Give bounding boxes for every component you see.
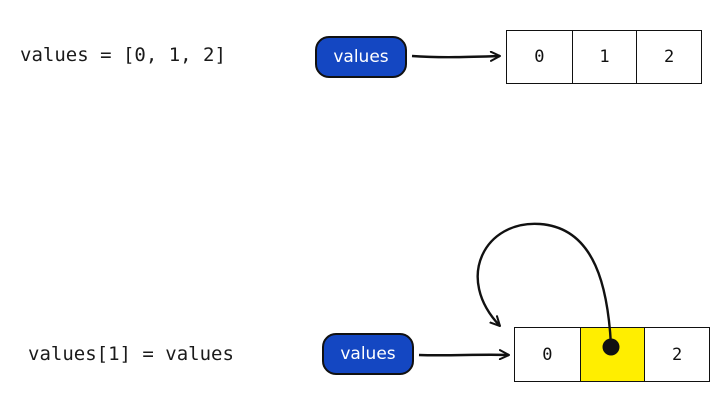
code-line-self-reference: values[1] = values bbox=[28, 343, 234, 365]
list-cell-2: 2 bbox=[636, 31, 701, 83]
list-cell-0: 0 bbox=[542, 344, 553, 365]
list-cell-2: 2 bbox=[644, 328, 709, 381]
arrow-bottom bbox=[418, 355, 509, 356]
self-reference-arrow bbox=[476, 222, 613, 346]
variable-pill-label: values bbox=[340, 344, 396, 364]
arrow-top bbox=[411, 56, 500, 57]
variable-pill-values-top: values bbox=[315, 36, 407, 78]
list-cell-1: 1 bbox=[571, 31, 637, 83]
code-line-assignment: values = [0, 1, 2] bbox=[20, 44, 226, 66]
list-box-top: 0 1 2 bbox=[506, 30, 702, 84]
variable-pill-values-bottom: values bbox=[322, 333, 414, 375]
variable-pill-label: values bbox=[333, 47, 389, 67]
list-cell-0: 0 bbox=[534, 47, 545, 67]
reference-dot-icon bbox=[602, 338, 620, 356]
